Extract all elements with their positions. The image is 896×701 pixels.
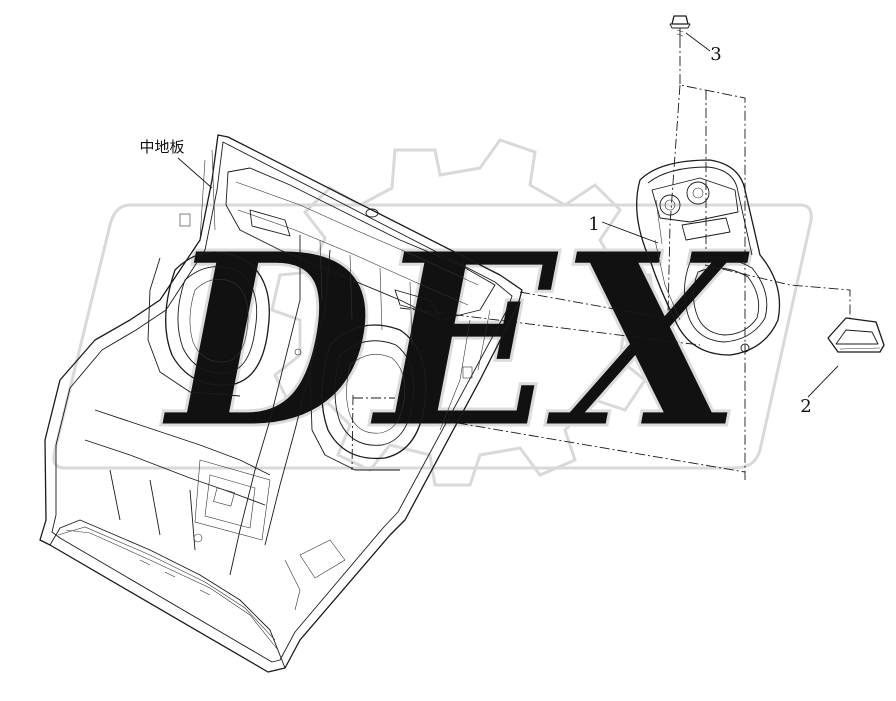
watermark-lettering: DEX — [160, 200, 751, 482]
callout-2: 2 — [800, 396, 811, 417]
callout-1: 1 — [588, 214, 599, 235]
cover-part-1 — [636, 159, 781, 356]
leader-lines — [177, 32, 839, 398]
bolt-part-3 — [669, 15, 691, 38]
cover-port-right-icon — [686, 181, 710, 205]
watermark-gear — [52, 138, 813, 487]
assembly-lines — [351, 38, 851, 480]
middle-floor-panel — [39, 134, 523, 673]
watermark-text: DEX — [159, 199, 753, 484]
left-floor-pocket — [147, 251, 270, 397]
plug-part-2 — [827, 317, 885, 353]
cover-port-left-icon — [659, 194, 681, 216]
floor-label: 中地板 — [139, 138, 184, 156]
callout-3: 3 — [710, 44, 721, 65]
right-floor-pocket — [309, 324, 427, 471]
